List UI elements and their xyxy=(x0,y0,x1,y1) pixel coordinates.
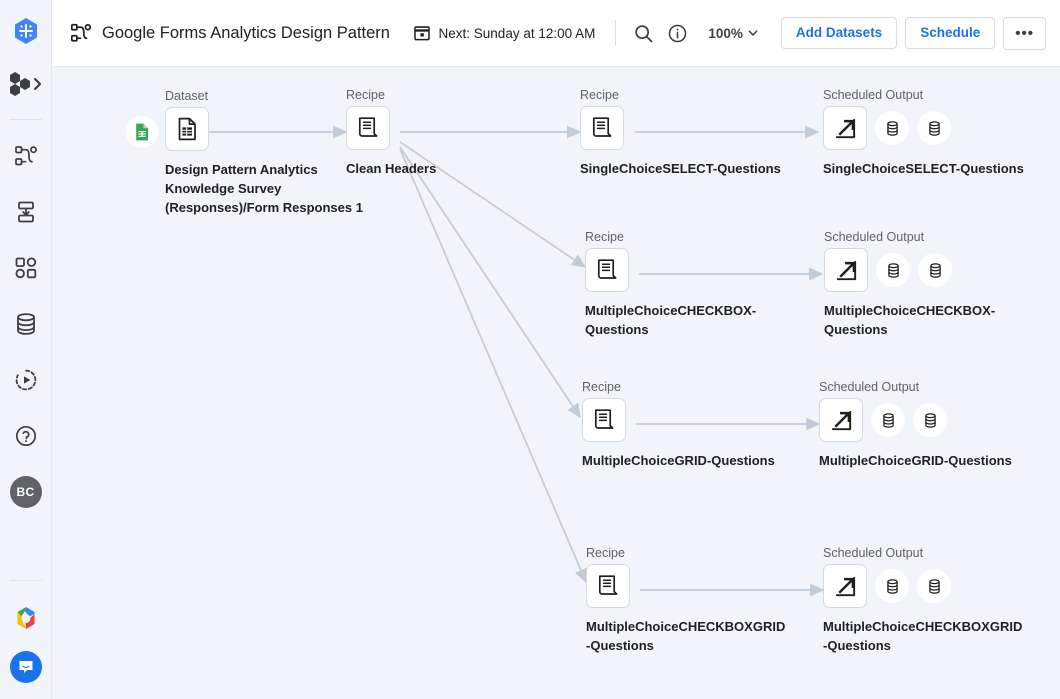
info-circle-icon[interactable] xyxy=(660,16,694,50)
node-recipe-2[interactable]: Recipe MultipleChoiceCHECKBOX-Questions xyxy=(585,230,790,339)
node-label: MultipleChoiceCHECKBOX-Questions xyxy=(585,303,757,337)
database-icon[interactable] xyxy=(918,253,952,287)
avatar-initials: BC xyxy=(9,476,42,508)
node-label: Design Pattern Analytics Knowledge Surve… xyxy=(165,162,363,215)
node-label: MultipleChoiceCHECKBOXGRID-Questions xyxy=(586,619,786,653)
node-label: MultipleChoiceCHECKBOX-Questions xyxy=(824,303,996,337)
database-icon[interactable] xyxy=(876,253,910,287)
search-icon[interactable] xyxy=(626,16,660,50)
node-output-3[interactable]: Scheduled Output xyxy=(819,380,1024,470)
project-switcher-icon[interactable] xyxy=(4,71,48,97)
calendar-icon xyxy=(413,24,431,42)
rail-divider-top xyxy=(9,119,42,120)
chevron-down-icon xyxy=(747,27,759,39)
node-label: MultipleChoiceCHECKBOXGRID-Questions xyxy=(823,619,1023,653)
left-rail: BC xyxy=(0,0,52,699)
output-node-row xyxy=(824,248,1024,292)
schedule-status[interactable]: Next: Sunday at 12:00 AM xyxy=(413,24,596,42)
publish-arrow-icon[interactable] xyxy=(823,106,867,150)
recipe-icon[interactable] xyxy=(582,398,626,442)
node-type-label: Scheduled Output xyxy=(823,88,924,102)
add-datasets-button[interactable]: Add Datasets xyxy=(780,17,898,49)
node-recipe-1[interactable]: Recipe SingleChoiceSELECT-Questions xyxy=(580,88,795,178)
node-output-1[interactable]: Scheduled Output xyxy=(823,88,1028,178)
more-options-button[interactable]: ••• xyxy=(1003,16,1046,50)
node-type-label: Scheduled Output xyxy=(819,380,920,394)
sidebar-item-plans[interactable] xyxy=(6,248,46,288)
recipe-icon[interactable] xyxy=(586,564,630,608)
publish-arrow-icon[interactable] xyxy=(819,398,863,442)
recipe-icon[interactable] xyxy=(580,106,624,150)
page-title: Google Forms Analytics Design Pattern xyxy=(102,23,390,42)
chat-bubble-background xyxy=(9,651,42,683)
node-type-label: Recipe xyxy=(346,88,385,102)
schedule-status-text: Next: Sunday at 12:00 AM xyxy=(438,25,596,41)
database-icon[interactable] xyxy=(875,111,909,145)
node-type-label: Recipe xyxy=(580,88,619,102)
node-type-label: Dataset xyxy=(165,89,209,103)
sidebar-item-jobs[interactable] xyxy=(6,192,46,232)
toolbar-divider xyxy=(615,20,617,46)
google-sheets-icon xyxy=(126,116,158,148)
node-label: SingleChoiceSELECT-Questions xyxy=(823,161,1024,176)
node-type-label: Scheduled Output xyxy=(823,546,924,560)
node-type-label: Recipe xyxy=(582,380,621,394)
sidebar-item-help[interactable] xyxy=(6,416,46,456)
top-toolbar: Google Forms Analytics Design Pattern Ne… xyxy=(52,0,1060,67)
node-recipe-clean-headers[interactable]: Recipe Clean Headers xyxy=(346,88,476,178)
cloud-dataprep-logo-icon[interactable] xyxy=(11,16,41,46)
flow-graph-icon xyxy=(70,22,92,44)
schedule-button[interactable]: Schedule xyxy=(905,17,996,49)
recipe-icon[interactable] xyxy=(585,248,629,292)
database-icon[interactable] xyxy=(875,569,909,603)
zoom-level-value: 100% xyxy=(708,25,743,41)
node-output-2[interactable]: Scheduled Output xyxy=(824,230,1024,339)
output-node-row xyxy=(823,106,1028,150)
node-label: SingleChoiceSELECT-Questions xyxy=(580,161,781,176)
zoom-level-control[interactable]: 100% xyxy=(700,21,767,46)
database-icon[interactable] xyxy=(917,111,951,145)
output-node-row xyxy=(823,564,1023,608)
sidebar-item-flows[interactable] xyxy=(6,136,46,176)
node-type-label: Recipe xyxy=(586,546,625,560)
node-type-label: Scheduled Output xyxy=(824,230,925,244)
database-icon[interactable] xyxy=(871,403,905,437)
node-label: Clean Headers xyxy=(346,161,437,176)
node-dataset-source[interactable]: Dataset Design Pattern Analytics Knowled… xyxy=(165,89,375,217)
avatar[interactable]: BC xyxy=(6,472,46,512)
node-output-4[interactable]: Scheduled Output xyxy=(823,546,1023,655)
chat-bubble-icon[interactable] xyxy=(6,647,46,687)
publish-arrow-icon[interactable] xyxy=(823,564,867,608)
node-type-label: Recipe xyxy=(585,230,624,244)
recipe-icon[interactable] xyxy=(346,106,390,150)
output-node-row xyxy=(819,398,1024,442)
sidebar-item-scheduler[interactable] xyxy=(6,360,46,400)
flow-canvas[interactable]: Dataset Design Pattern Analytics Knowled… xyxy=(52,67,1060,699)
node-recipe-4[interactable]: Recipe MultipleChoiceCHECKBOXGRID-Questi… xyxy=(586,546,786,655)
rail-divider-bottom xyxy=(9,580,42,581)
spreadsheet-file-icon[interactable] xyxy=(165,107,209,151)
database-icon[interactable] xyxy=(913,403,947,437)
database-icon[interactable] xyxy=(917,569,951,603)
node-label: MultipleChoiceGRID-Questions xyxy=(819,453,1012,468)
flow-edges xyxy=(165,125,825,597)
sidebar-item-library[interactable] xyxy=(6,304,46,344)
node-recipe-3[interactable]: Recipe MultipleChoiceGRID-Questions xyxy=(582,380,797,470)
google-cloud-logo-icon[interactable] xyxy=(6,599,46,639)
publish-arrow-icon[interactable] xyxy=(824,248,868,292)
node-label: MultipleChoiceGRID-Questions xyxy=(582,453,775,468)
